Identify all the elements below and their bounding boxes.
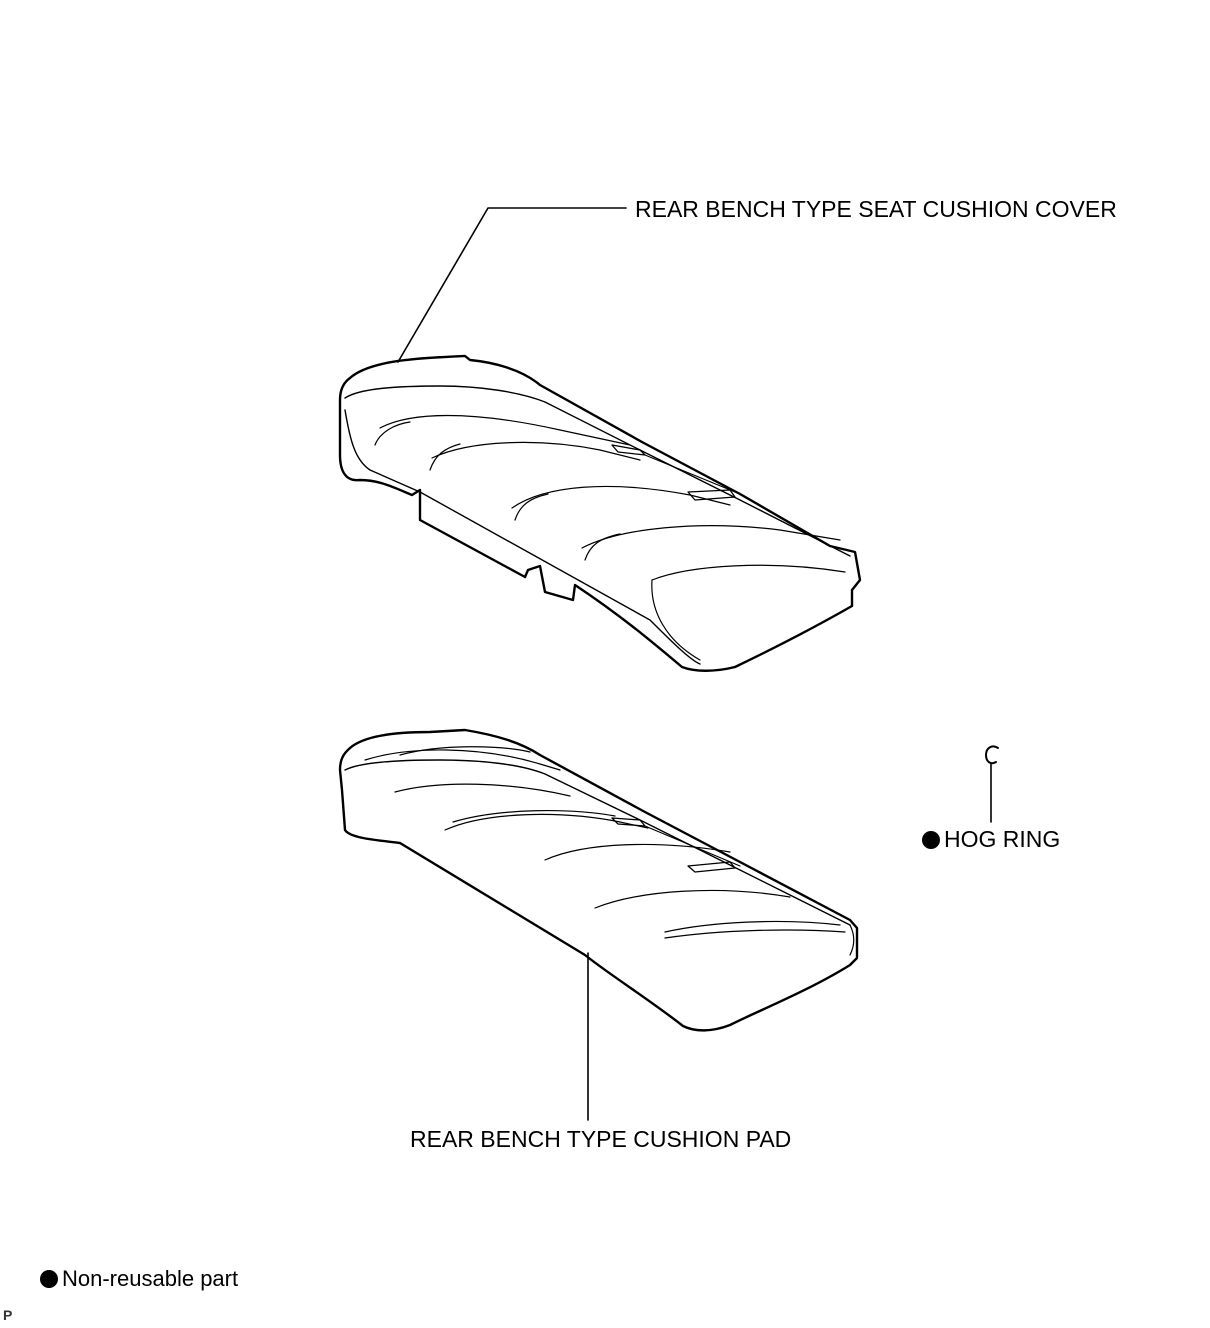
cushion-pad: [338, 728, 859, 1032]
page-code: P: [3, 1307, 13, 1323]
legend-text: Non-reusable part: [62, 1266, 239, 1291]
hog-ring-label: HOG RING: [922, 826, 1060, 852]
cover-leader-line: [397, 207, 627, 363]
non-reusable-dot-icon: [922, 831, 940, 849]
hog-ring-text: HOG RING: [944, 826, 1061, 852]
seat-cushion-cover-label: REAR BENCH TYPE SEAT CUSHION COVER: [635, 196, 1117, 222]
cushion-pad-label: REAR BENCH TYPE CUSHION PAD: [410, 1126, 792, 1152]
non-reusable-dot-icon: [40, 1270, 58, 1288]
seat-cushion-cover: [338, 354, 862, 672]
legend: Non-reusable part: [40, 1266, 238, 1292]
hog-ring-illustration: [985, 745, 999, 823]
